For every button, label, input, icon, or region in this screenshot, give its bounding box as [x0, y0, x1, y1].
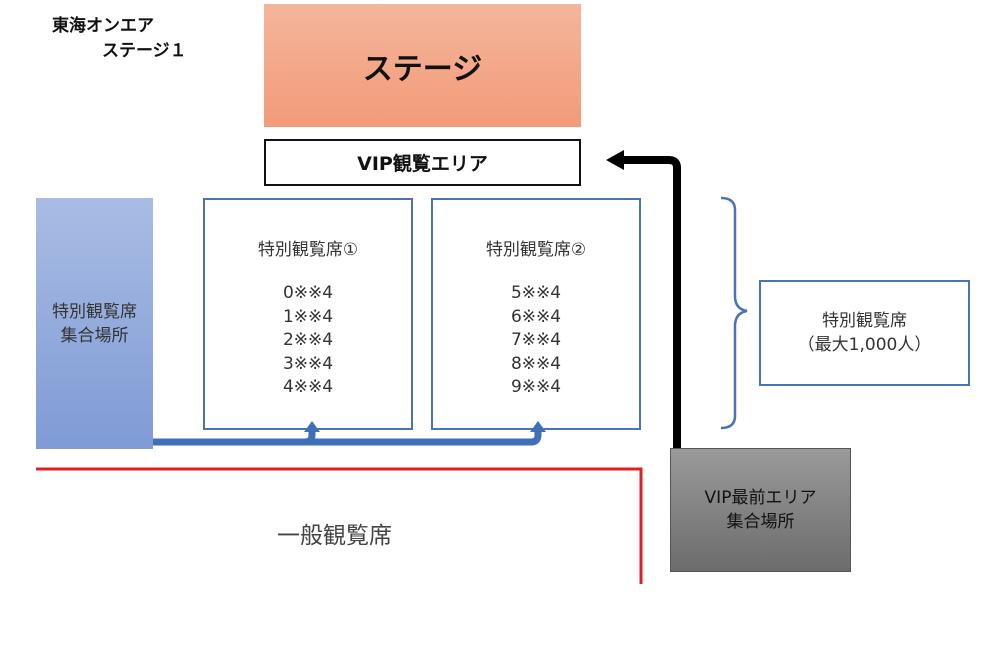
block-title: 特別観覧席② [485, 240, 587, 260]
vip-viewing-area: VIP観覧エリア [264, 139, 581, 186]
special-seat-meeting-point: 特別観覧席 集合場所 [36, 198, 153, 449]
seat-number-list: 5※※4 6※※4 7※※4 8※※4 9※※4 [433, 282, 639, 400]
seat-number: 1※※4 [282, 306, 334, 327]
vip-meeting-line2: 集合場所 [726, 512, 795, 532]
vip-meeting-line1: VIP最前エリア [704, 488, 817, 508]
seat-number: 0※※4 [282, 283, 334, 303]
stage-name: ステージ１ [102, 41, 187, 61]
block-title: 特別観覧席① [257, 240, 359, 260]
vip-area-label: VIP観覧エリア [357, 153, 488, 175]
stage-area: ステージ [264, 4, 581, 127]
stage-label: ステージ [362, 51, 483, 87]
seat-block-2: 特別観覧席② 5※※4 6※※4 7※※4 8※※4 9※※4 [431, 198, 641, 430]
special-flow-arrow [153, 430, 542, 446]
special-meeting-line1: 特別観覧席 [52, 301, 137, 322]
seat-number: 3※※4 [282, 353, 334, 374]
seat-number: 8※※4 [510, 353, 562, 374]
seat-group-brace [720, 196, 748, 430]
capacity-line1: 特別観覧席 [821, 311, 907, 331]
seat-number: 5※※4 [510, 283, 562, 303]
capacity-note: 特別観覧席 （最大1,000人） [759, 280, 970, 386]
general-seating-label: 一般観覧席 [277, 523, 392, 549]
vip-flow-arrow [606, 150, 681, 448]
capacity-line2: （最大1,000人） [797, 335, 932, 355]
seat-number: 7※※4 [510, 330, 562, 350]
venue-title: 東海オンエア ステージ１ [52, 14, 187, 64]
special-meeting-line2: 集合場所 [60, 325, 129, 346]
general-seating-boundary [36, 467, 643, 584]
seat-number: 2※※4 [282, 330, 334, 350]
seat-number: 6※※4 [510, 306, 562, 327]
seat-number-list: 0※※4 1※※4 2※※4 3※※4 4※※4 [205, 282, 411, 400]
vip-front-meeting-point: VIP最前エリア 集合場所 [670, 448, 851, 572]
venue-name: 東海オンエア [52, 16, 154, 36]
seat-number: 4※※4 [282, 377, 334, 397]
seat-block-1: 特別観覧席① 0※※4 1※※4 2※※4 3※※4 4※※4 [203, 198, 413, 430]
seat-number: 9※※4 [510, 377, 562, 397]
special-flow-arrowheads [304, 421, 546, 432]
